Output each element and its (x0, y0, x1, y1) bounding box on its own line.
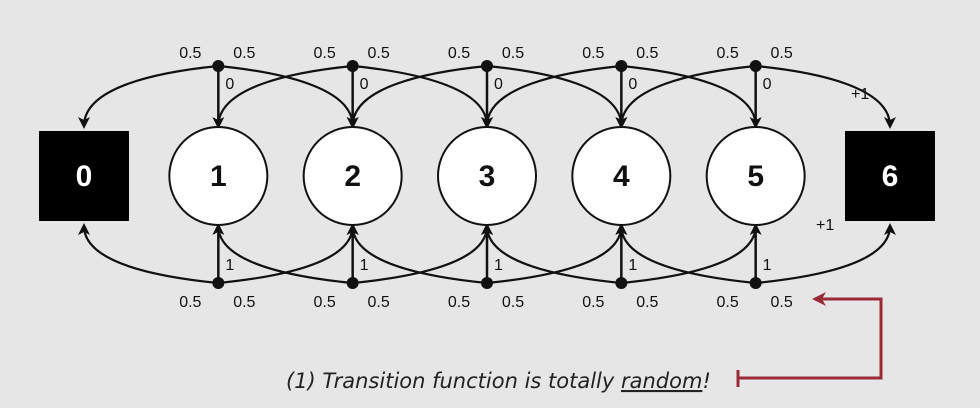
action-node-bottom (749, 277, 762, 289)
state-nodes: 0 1 2 3 4 5 6 (39, 126, 935, 226)
transition-arc-bottom-right (621, 223, 762, 285)
prob-label-left: 0.5 (448, 294, 470, 311)
action-label-top: 0 (628, 76, 637, 93)
transition-arc-top-right (486, 64, 628, 129)
action-node-top (615, 60, 628, 72)
state-label: 4 (613, 160, 630, 193)
prob-label-right: 0.5 (502, 294, 524, 311)
action-node-bottom (346, 277, 359, 289)
terminal-state-0 (39, 131, 129, 221)
transition-arc-bottom-right (218, 223, 359, 285)
action-label-bottom: 1 (225, 257, 234, 274)
action-label-bottom: 1 (763, 257, 772, 274)
transition-arc-top-left (481, 64, 622, 129)
action-node-bottom (481, 277, 493, 289)
state-label: 1 (210, 160, 227, 193)
action-node-top (212, 60, 225, 72)
transition-arc-top-right (755, 64, 896, 129)
transition-arc-bottom-left (78, 223, 219, 285)
transition-arc-top-left (615, 64, 756, 129)
prob-label-right: 0.5 (636, 45, 658, 62)
annotation-note-prefix: (1) Transition function is totally (286, 369, 621, 393)
action-label-top: 0 (360, 76, 369, 93)
action-label-bottom: 1 (360, 257, 369, 274)
state-label: 2 (344, 160, 361, 193)
reward-label-bottom: +1 (816, 217, 834, 234)
state-label: 5 (747, 160, 764, 193)
transition-arcs (78, 64, 896, 285)
transition-arc-top-right (621, 64, 762, 129)
transition-arc-bottom-right (352, 223, 493, 285)
prob-label-right: 0.5 (502, 45, 524, 62)
state-label: 3 (479, 160, 496, 193)
prob-label-left: 0.5 (717, 294, 739, 311)
action-stems (212, 60, 762, 289)
terminal-state-label: 0 (76, 160, 93, 193)
transition-arc-bottom-right (486, 223, 628, 285)
action-label-top: 0 (763, 76, 772, 93)
transition-arc-top-right (218, 64, 359, 129)
terminal-state-6 (845, 131, 935, 221)
state-3 (437, 126, 537, 226)
prob-label-right: 0.5 (771, 294, 793, 311)
prob-label-left: 0.5 (448, 45, 470, 62)
annotation-pointer (738, 292, 883, 380)
prob-label-right: 0.5 (233, 45, 255, 62)
action-label-bottom: 1 (628, 257, 637, 274)
annotation-note: (1) Transition function is totally rando… (286, 369, 711, 393)
transition-arc-top-right (352, 64, 493, 129)
action-label-bottom: 1 (494, 257, 503, 274)
transition-arc-bottom-left (615, 223, 756, 285)
prob-label-right: 0.5 (368, 45, 390, 62)
prob-label-right: 0.5 (636, 294, 658, 311)
action-node-top (346, 60, 359, 72)
action-label-top: 0 (494, 76, 503, 93)
prob-label-left: 0.5 (582, 45, 604, 62)
action-node-top (481, 60, 493, 72)
transition-arc-top-left (212, 64, 353, 129)
prob-label-left: 0.5 (717, 45, 739, 62)
transition-arc-top-left (346, 64, 488, 129)
transition-arc-bottom-left (212, 223, 353, 285)
annotation-note-emphasis: random (621, 369, 702, 393)
transition-arc-bottom-left (481, 223, 622, 285)
transition-arc-bottom-right (755, 223, 896, 285)
state-5 (705, 126, 806, 226)
terminal-state-label: 6 (882, 160, 899, 193)
prob-label-left: 0.5 (179, 45, 201, 62)
transition-arc-top-left (78, 64, 219, 129)
prob-label-left: 0.5 (314, 294, 336, 311)
prob-label-left: 0.5 (179, 294, 201, 311)
prob-label-right: 0.5 (368, 294, 390, 311)
action-node-bottom (212, 277, 225, 289)
state-4 (571, 126, 672, 226)
action-node-bottom (615, 277, 628, 289)
prob-label-left: 0.5 (582, 294, 604, 311)
annotation-note-suffix: ! (702, 369, 710, 393)
prob-label-left: 0.5 (314, 45, 336, 62)
transition-arc-bottom-left (346, 223, 488, 285)
reward-label-top: +1 (851, 86, 869, 103)
action-node-top (749, 60, 762, 72)
state-1 (168, 126, 269, 226)
probability-labels: 0.5 0.5 0 0.5 0.5 1 0.5 0.5 0 0.5 0.5 1 0.5 0.5 0 0.5 0.… (179, 45, 793, 311)
state-2 (302, 126, 403, 226)
action-label-top: 0 (225, 76, 234, 93)
prob-label-right: 0.5 (233, 294, 255, 311)
prob-label-right: 0.5 (771, 45, 793, 62)
